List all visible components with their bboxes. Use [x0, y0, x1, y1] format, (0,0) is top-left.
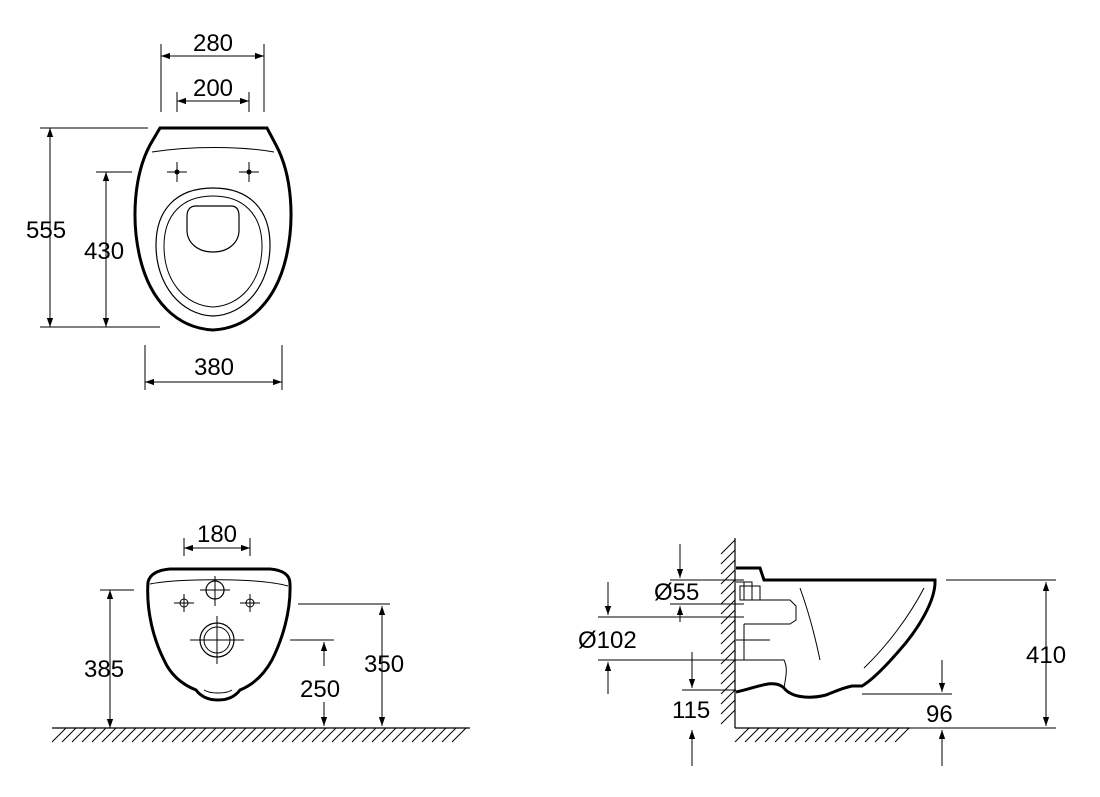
dim-250: 250: [300, 676, 340, 703]
dim-200: 200: [193, 75, 233, 102]
dim-96: 96: [926, 701, 953, 728]
side-view: Ø55 Ø102 115 410 96: [578, 538, 1066, 766]
dim-280: 280: [193, 30, 233, 57]
side-inner-bowl: [863, 587, 925, 669]
dim-410: 410: [1026, 642, 1066, 669]
wall-hatch: [720, 539, 736, 725]
side-inner-line-2: [799, 587, 821, 661]
front-body-outline: [146, 567, 292, 702]
seat-ring-inner: [163, 195, 263, 308]
dim-115: 115: [672, 697, 710, 724]
dim-d102: Ø102: [578, 627, 637, 654]
floor-hatch-side: [734, 727, 910, 743]
dim-380: 380: [194, 354, 234, 381]
bowl-outline: [133, 126, 293, 332]
dim-180: 180: [197, 521, 237, 548]
dim-555: 555: [26, 217, 66, 244]
front-view: 180 385 250 350: [51, 521, 470, 743]
dim-430: 430: [84, 238, 124, 265]
top-view: 280 200 555 430 380: [26, 30, 293, 390]
bowl-opening: [186, 205, 240, 253]
rim-line: [151, 147, 275, 153]
seat-ring: [155, 187, 271, 317]
front-rim-line: [149, 579, 289, 587]
floor-hatch-front: [51, 727, 467, 743]
dim-385: 385: [84, 656, 124, 683]
dim-350: 350: [364, 651, 404, 678]
front-foot: [203, 689, 233, 694]
dim-d55: Ø55: [654, 579, 699, 606]
side-spigot: [736, 581, 770, 641]
side-inlet: [739, 585, 761, 601]
side-body-outline: [735, 566, 937, 699]
